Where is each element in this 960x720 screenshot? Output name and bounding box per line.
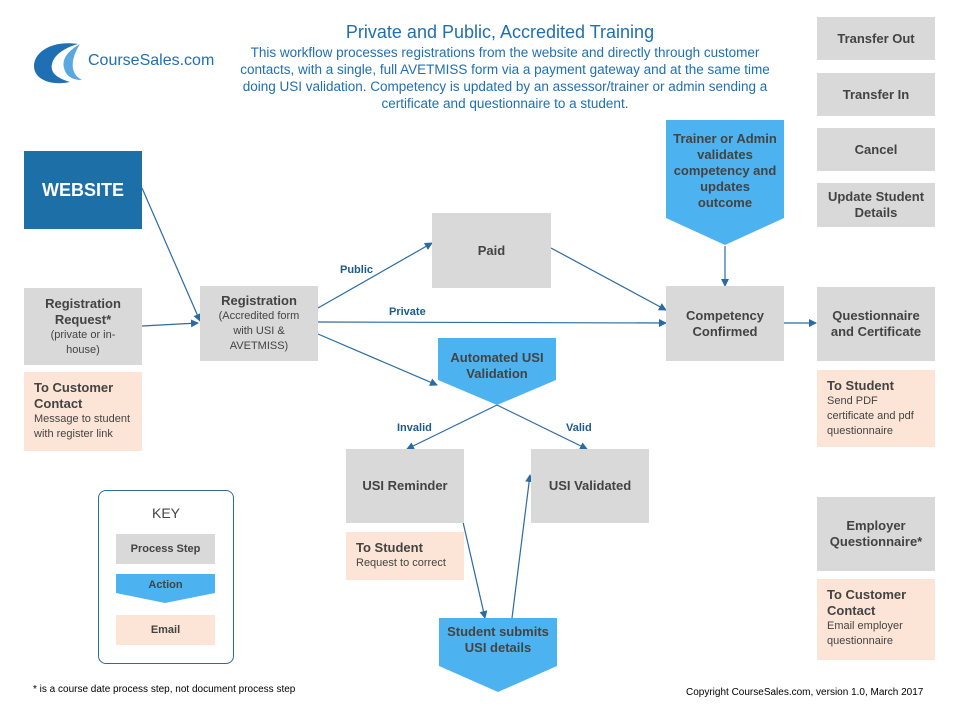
usi-validation-shape — [438, 338, 556, 405]
footnote: * is a course date process step, not doc… — [33, 684, 296, 695]
edge-request-registration — [141, 319, 199, 328]
edge-registration-usi — [317, 333, 438, 386]
competency-node: Competency Confirmed — [666, 286, 784, 361]
edge-usi-valid — [496, 404, 588, 450]
email-student-certificate-heading: To Student — [827, 378, 894, 393]
questionnaire-label: Questionnaire and Certificate — [830, 308, 922, 339]
registration-title: Registration — [221, 293, 297, 308]
email-student-correct-heading: To Student — [356, 540, 423, 555]
edge-student-validated — [511, 474, 534, 619]
edge-reminder-student — [462, 521, 488, 619]
edge-registration-paid — [317, 242, 433, 309]
key-action-shape — [116, 574, 215, 603]
registration-request-title: Registration Request* — [45, 295, 121, 327]
email-customer-employer: To Customer Contact Email employer quest… — [817, 579, 935, 660]
email-student-correct-body: Request to correct — [356, 557, 446, 569]
competency-label: Competency Confirmed — [685, 307, 765, 339]
email-customer-contact: To Customer Contact Message to student w… — [24, 372, 142, 451]
edge-label-valid: Valid — [566, 422, 592, 434]
side-action-update-student: Update Student Details — [817, 183, 935, 227]
diagram-title: Private and Public, Accredited Training — [345, 22, 655, 42]
key-legend — [98, 490, 234, 664]
email-customer-contact-heading: To Customer Contact — [34, 380, 114, 411]
side-action-cancel: Cancel — [817, 128, 935, 171]
employer-questionnaire-label: Employer Questionnaire* — [829, 518, 923, 549]
side-action-transfer-out: Transfer Out — [817, 17, 935, 60]
key-process-step: Process Step — [116, 534, 215, 564]
email-customer-employer-body: Email employer questionnaire — [827, 620, 903, 647]
trainer-action-shape — [666, 120, 784, 245]
edge-website-registration — [141, 187, 201, 322]
edge-usi-invalid — [406, 404, 498, 450]
email-student-certificate-body: Send PDF certificate and pdf questionnai… — [827, 395, 914, 437]
questionnaire-node: Questionnaire and Certificate — [817, 287, 935, 361]
key-action: Action — [148, 579, 183, 591]
usi-validated-node: USI Validated — [531, 449, 649, 523]
diagram-subtitle: This workflow processes registrations fr… — [240, 45, 770, 111]
logo-mark-icon — [34, 43, 82, 84]
email-customer-contact-body: Message to student with register link — [34, 413, 131, 440]
edge-registration-competency — [317, 318, 667, 327]
registration-request-sub: (private or in-house) — [50, 328, 116, 356]
key-title: KEY — [151, 505, 180, 521]
side-action-transfer-in: Transfer In — [817, 73, 935, 116]
side-action-update-student-label: Update Student Details — [827, 189, 925, 220]
website-node: WEBSITE — [24, 151, 142, 229]
registration-node: Registration (Accredited form with USI &… — [200, 286, 318, 361]
student-submits-node: Student submits USI details — [447, 624, 549, 655]
trainer-action-node: Trainer or Admin validates competency an… — [673, 131, 777, 210]
registration-request-node: Registration Request* (private or in-hou… — [24, 288, 142, 365]
email-customer-employer-heading: To Customer Contact — [827, 587, 907, 618]
registration-sub: (Accredited form with USI & AVETMISS) — [218, 310, 300, 352]
edge-paid-competency — [550, 247, 667, 311]
email-student-certificate: To Student Send PDF certificate and pdf … — [817, 370, 935, 447]
logo-text: CourseSales.com — [88, 52, 215, 69]
paid-node: Paid — [432, 213, 551, 288]
employer-questionnaire-node: Employer Questionnaire* — [817, 497, 935, 571]
usi-validation-node: Automated USI Validation — [450, 350, 544, 381]
edge-label-private: Private — [389, 306, 426, 318]
key-email: Email — [116, 615, 215, 645]
copyright: Copyright CourseSales.com, version 1.0, … — [686, 687, 924, 698]
edge-label-invalid: Invalid — [397, 422, 432, 434]
student-submits-shape — [439, 618, 557, 692]
edge-label-public: Public — [340, 264, 374, 276]
email-student-correct: To Student Request to correct — [346, 532, 464, 580]
usi-reminder-node: USI Reminder — [346, 449, 464, 523]
